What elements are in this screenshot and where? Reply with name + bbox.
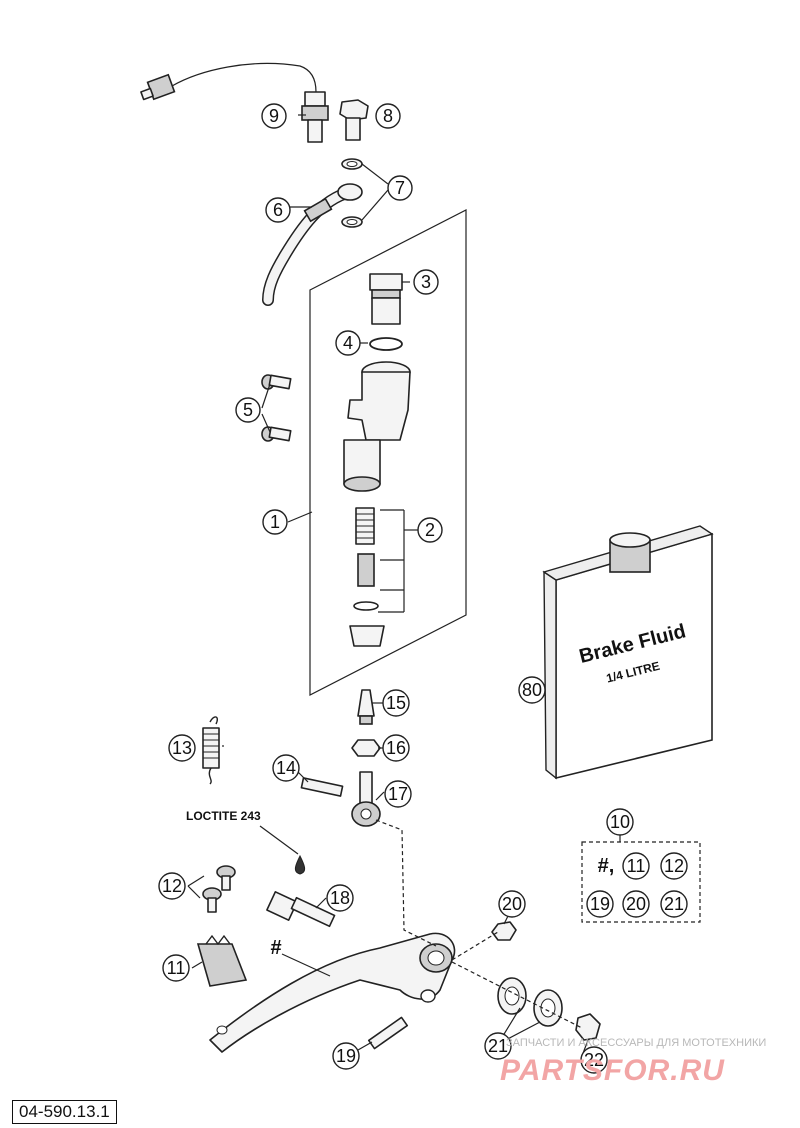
callout-5: 5 (235, 397, 261, 423)
callout-number: 20 (502, 894, 522, 914)
callout-14: 14 (272, 754, 300, 782)
footpeg-screws (202, 865, 236, 913)
callout-20: 20 (498, 890, 526, 918)
callout-18: 18 (326, 884, 354, 912)
master-cylinder-body (343, 361, 411, 492)
watermark-brand: PARTSFOR.RU (500, 1054, 725, 1087)
callout-1: 1 (262, 509, 288, 535)
pedal-bearings (497, 977, 601, 1041)
watermark-subtitle: ЗАПЧАСТИ И АКСЕССУАРЫ ДЛЯ МОТОТЕХНИКИ (506, 1037, 766, 1049)
return-spring (202, 716, 220, 785)
pedal-tip (196, 934, 248, 987)
callout-number: 11 (167, 958, 186, 978)
callout-number: 21 (664, 894, 684, 914)
callout-7: 7 (387, 175, 413, 201)
callout-number: 9 (269, 106, 279, 126)
brake-fluid-bottle: Brake Fluid 1/4 LITRE (542, 525, 714, 780)
callout-number: 22 (584, 1050, 604, 1070)
callout-8: 8 (375, 103, 401, 129)
kit-item-11: 11 (622, 852, 650, 880)
callout-number: 7 (395, 178, 405, 198)
callout-number: 6 (273, 200, 283, 220)
callout-number: 4 (343, 333, 353, 353)
callout-12: 12 (158, 872, 186, 900)
callout-number: 13 (172, 738, 192, 758)
push-rod-assembly (351, 689, 381, 827)
callout-6: 6 (265, 197, 291, 223)
callout-17: 17 (384, 780, 412, 808)
callout-80: 80 (518, 676, 546, 704)
diagram-code: 04-590.13.1 (12, 1100, 117, 1124)
lever-bolt (266, 891, 336, 928)
o-ring (369, 337, 403, 351)
reservoir-connector (369, 273, 403, 325)
callout-number: 11 (627, 856, 646, 876)
callout-number: 16 (386, 738, 406, 758)
callout-number: 15 (386, 693, 406, 713)
callout-number: 18 (330, 888, 350, 908)
pedal-bolt (367, 1016, 409, 1050)
kit-item-19: 19 (586, 890, 614, 918)
callout-9: 9 (261, 103, 287, 129)
callout-number: 12 (162, 876, 182, 896)
callout-number: 5 (243, 400, 253, 420)
callout-kit-10: 10 (606, 808, 634, 836)
callout-15: 15 (382, 689, 410, 717)
callout-19: 19 (332, 1042, 360, 1070)
callout-number: 17 (388, 784, 408, 804)
callout-number: 80 (522, 680, 542, 700)
callout-3: 3 (413, 269, 439, 295)
banjo-bolt (339, 99, 369, 141)
callout-number: 10 (610, 812, 630, 832)
callout-number: 19 (336, 1046, 356, 1066)
callout-11: 11 (162, 954, 190, 982)
brake-light-switch (140, 62, 329, 143)
loctite-drop (294, 854, 306, 875)
seal-rings (341, 158, 389, 228)
callout-4: 4 (335, 330, 361, 356)
callout-number: 20 (626, 894, 646, 914)
callout-21: 21 (484, 1032, 512, 1060)
piston-kit (349, 507, 418, 647)
kit-hash: #, (598, 855, 615, 877)
callout-13: 13 (168, 734, 196, 762)
callout-number: 3 (421, 272, 431, 292)
mounting-screws (261, 374, 292, 442)
loctite-label: LOCTITE 243 (186, 809, 261, 823)
brake-pedal (209, 932, 456, 1053)
pedal-nut (491, 921, 517, 941)
callout-number: 12 (664, 856, 684, 876)
kit-item-20: 20 (622, 890, 650, 918)
watermark: ЗАПЧАСТИ И АКСЕССУАРЫ ДЛЯ МОТОТЕХНИКИ PA… (500, 1037, 766, 1087)
hash-marker: # (270, 937, 281, 959)
callout-number: 8 (383, 106, 393, 126)
callout-number: 2 (425, 520, 435, 540)
callout-16: 16 (382, 734, 410, 762)
pivot-bolt (300, 777, 344, 797)
callout-number: 14 (276, 758, 296, 778)
callout-number: 19 (590, 894, 610, 914)
callout-number: 21 (488, 1036, 508, 1056)
callout-number: 1 (270, 512, 280, 532)
callout-22: 22 (580, 1046, 608, 1074)
kit-item-21: 21 (660, 890, 688, 918)
brake-hose (262, 183, 363, 306)
callout-2: 2 (417, 517, 443, 543)
kit-item-12: 12 (660, 852, 688, 880)
assembly-frame (309, 209, 467, 696)
